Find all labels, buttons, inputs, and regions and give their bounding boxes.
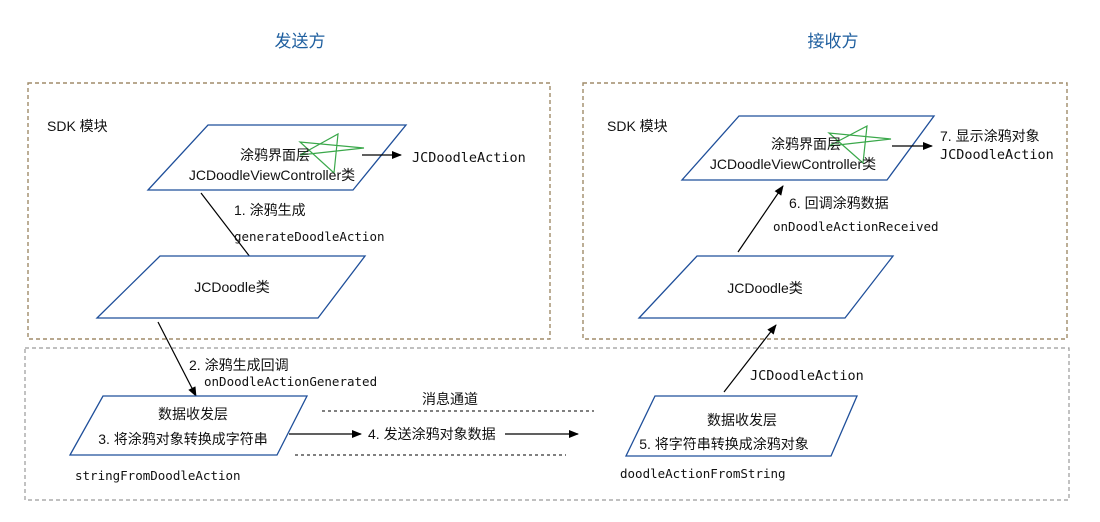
sender-ui-layer-line1: 涂鸦界面层 [240,147,310,163]
receiver-data-layer-line2: 5. 将字符串转换成涂鸦对象 [639,436,809,452]
sender-doodle-star-icon [298,132,365,175]
step1-method: generateDoodleAction [234,229,385,244]
sender-jcdoodle-plane [95,255,367,319]
sender-data-layer-plane [68,395,309,456]
receiver-ui-layer-line2: JCDoodleViewController类 [710,156,876,172]
receiver-up-arrow [723,324,777,393]
sender-data-layer-line1: 数据收发层 [158,406,228,422]
receiver-data-layer-plane [624,395,858,457]
receiver-data-layer-line1: 数据收发层 [707,412,777,428]
receiver-jcdoodle-plane [637,255,895,319]
receiver-title: 接收方 [808,32,859,51]
step7-label: 7. 显示涂鸦对象 [940,128,1040,144]
sender-ui-layer-line2: JCDoodleViewController类 [189,167,355,183]
step2-label: 2. 涂鸦生成回调 [189,357,289,373]
receiver-sdk-region [582,82,1068,340]
sender-sdk-region [27,82,551,340]
sender-module-label: SDK 模块 [47,118,108,134]
receiver-doodle-star-icon [827,124,892,165]
receiver-action-label: JCDoodleAction [750,368,864,384]
step6-label: 6. 回调涂鸦数据 [789,195,889,211]
receiver-ui-layer-plane [680,115,936,181]
step2-method: onDoodleActionGenerated [204,374,377,389]
receiver-convert-method: doodleActionFromString [620,466,786,481]
step1-label: 1. 涂鸦生成 [234,202,306,218]
sender-data-layer-line2: 3. 将涂鸦对象转换成字符串 [98,431,268,447]
sender-doodle-class: JCDoodle类 [194,279,269,295]
channel-region [24,347,1070,501]
sender-ui-layer-plane [146,124,408,191]
step4-label: 4. 发送涂鸦对象数据 [368,426,496,442]
sender-convert-method: stringFromDoodleAction [75,468,241,483]
channel-title: 消息通道 [422,391,478,407]
step7-object: JCDoodleAction [940,147,1054,163]
sender-title: 发送方 [275,32,326,51]
sender-action-output: JCDoodleAction [412,150,526,166]
receiver-module-label: SDK 模块 [607,118,668,134]
step6-method: onDoodleActionReceived [773,219,939,234]
receiver-ui-layer-line1: 涂鸦界面层 [771,136,841,152]
receiver-doodle-class: JCDoodle类 [727,280,802,296]
step6-arrow [737,185,784,253]
step1-arrow [200,192,258,267]
step2-arrow [157,321,197,397]
